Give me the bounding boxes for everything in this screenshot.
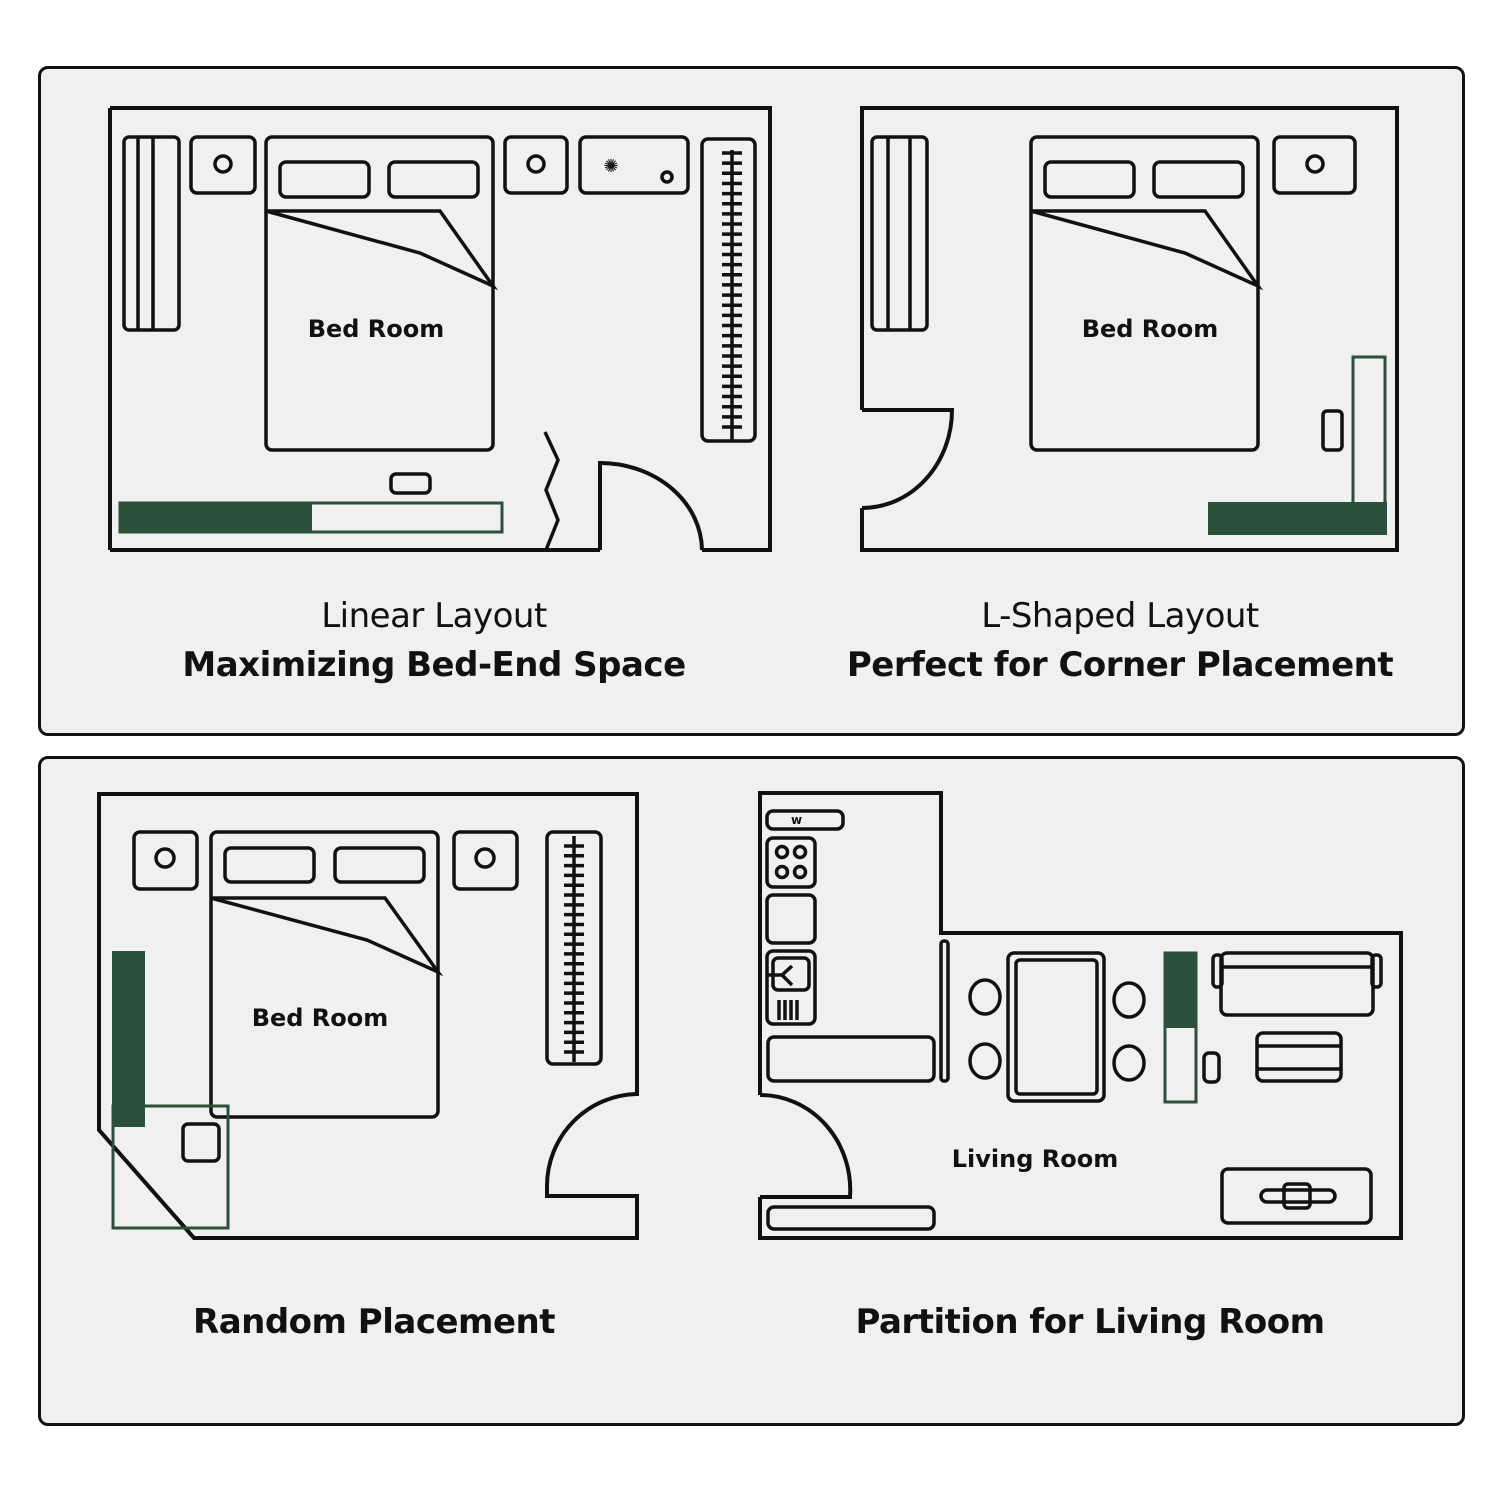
room-label: Bed Room [308, 315, 445, 343]
floor-plan-random: Bed Room [97, 792, 639, 1240]
storage-rack-linear [118, 501, 504, 534]
panel-title-linear: Maximizing Bed-End Space [182, 645, 686, 685]
side-table-icon [1202, 1051, 1221, 1084]
room-wall [860, 106, 1399, 552]
door-swing [598, 460, 704, 551]
bed-icon [1029, 135, 1264, 452]
nightstand-icon [132, 830, 199, 891]
panel-top [38, 66, 1465, 736]
desk-with-plant-icon: ✺ [578, 135, 690, 195]
door-swing [861, 408, 955, 510]
panel-subtitle-l-shaped: L-Shaped Layout [981, 596, 1259, 636]
nightstand-icon [189, 135, 257, 195]
closet-icon [700, 137, 757, 443]
room-wall [758, 791, 1403, 1240]
bed-icon [209, 830, 444, 1119]
panel-bottom [38, 756, 1465, 1426]
floor-plan-l-shaped: Bed Room [860, 106, 1399, 552]
room-label: Bed Room [252, 1004, 389, 1032]
panel-title-random: Random Placement [193, 1302, 555, 1342]
sofa-icon [1211, 951, 1383, 1017]
storage-rack-l-shaped [1208, 355, 1387, 535]
door-swing [759, 1092, 853, 1199]
tv-stand-icon [1220, 1167, 1373, 1225]
wardrobe-icon [870, 135, 929, 332]
wardrobe-icon [122, 135, 181, 332]
room-label: Bed Room [1082, 315, 1219, 343]
kitchen-counter-icon [766, 1035, 936, 1083]
storage-rack-random [111, 951, 230, 1230]
floor-plan-partition: w [758, 791, 1403, 1240]
stool-icon [181, 1122, 221, 1163]
coffee-table-icon [1255, 1031, 1343, 1083]
panel-title-partition: Partition for Living Room [855, 1302, 1325, 1342]
dining-table-icon [1006, 951, 1106, 1103]
range-hood-icon: w [765, 809, 845, 831]
storage-rack-partition [1163, 951, 1198, 1104]
nightstand-icon [1272, 135, 1357, 195]
panel-title-l-shaped: Perfect for Corner Placement [846, 645, 1394, 685]
window-zigzag [543, 431, 560, 551]
sink-icon [765, 949, 817, 1026]
bed-icon [264, 135, 499, 452]
chair-icon [968, 978, 1146, 1082]
closet-icon [545, 830, 603, 1066]
room-label: Living Room [952, 1145, 1118, 1173]
partition-wall-icon [939, 939, 950, 1083]
plant-icon: ✺ [603, 156, 618, 177]
svg-text:w: w [791, 813, 802, 827]
panel-subtitle-linear: Linear Layout [321, 596, 547, 636]
floor-plan-linear: Bed Room ✺ [108, 106, 772, 552]
counter-icon [765, 893, 817, 945]
bench-icon [766, 1205, 936, 1231]
ottoman-icon [389, 472, 432, 495]
stove-icon [765, 836, 817, 889]
stool-icon [1321, 409, 1344, 452]
nightstand-icon [452, 830, 519, 891]
nightstand-icon [503, 135, 569, 195]
